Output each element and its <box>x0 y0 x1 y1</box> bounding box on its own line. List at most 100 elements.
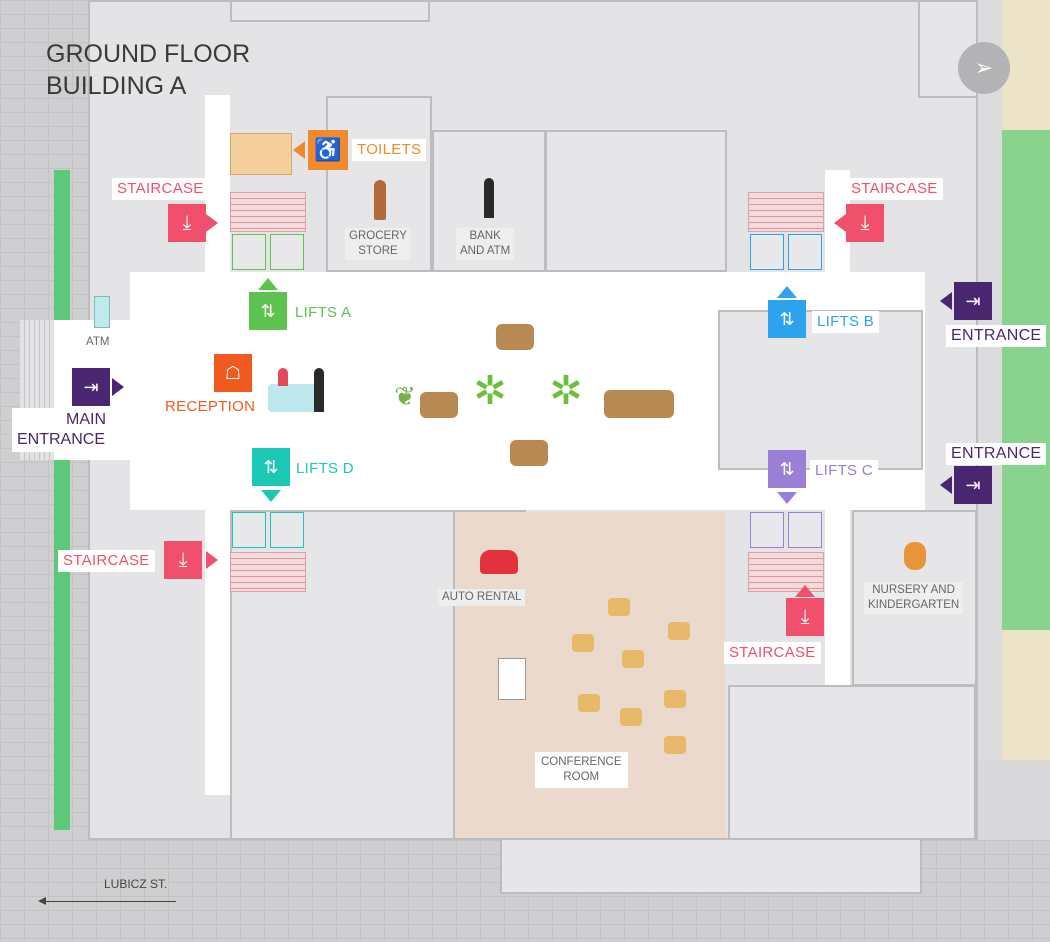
lift-b-2 <box>788 234 822 270</box>
palm-tree-icon-1: ✲ <box>473 369 507 413</box>
toilets-sign: ♿ <box>308 130 348 170</box>
conference-chair-7 <box>664 690 686 708</box>
lift-a-2 <box>270 234 304 270</box>
conference-chair-3 <box>622 650 644 668</box>
compass-icon[interactable]: ➢ <box>958 42 1010 94</box>
lifts-b-arrow <box>777 286 797 298</box>
auto-rental-label: AUTO RENTAL <box>438 589 526 606</box>
door-icon: ⇥ <box>83 376 99 397</box>
reception-label: RECEPTION <box>160 396 261 418</box>
lift-c-1 <box>750 512 784 548</box>
conference-line2: ROOM <box>563 771 600 783</box>
plaza-east <box>976 0 1002 760</box>
palm-tree-icon-2: ✲ <box>549 369 583 413</box>
lifts-b-sign: ⇅ <box>768 300 806 338</box>
teddy-bear-icon <box>904 542 926 570</box>
top-strip-block <box>230 0 430 22</box>
street-label: LUBICZ ST. <box>104 877 168 891</box>
conference-chair-8 <box>664 736 686 754</box>
main-entrance-arrow <box>112 378 124 396</box>
staircase-nw <box>230 192 306 232</box>
bank-line1: BANK <box>469 230 501 242</box>
room-top-center <box>545 130 727 272</box>
elevator-icon: ⇅ <box>779 308 795 329</box>
entrance-e1-arrow <box>940 292 952 310</box>
staircase-sw <box>230 552 306 592</box>
toilets-label: TOILETS <box>352 139 427 161</box>
lift-d-1 <box>232 512 266 548</box>
reception-desk <box>268 384 318 412</box>
map-title: GROUND FLOOR BUILDING A <box>46 38 250 102</box>
conference-chair-5 <box>578 694 600 712</box>
bank-label: BANK AND ATM <box>456 228 515 260</box>
room-se <box>728 685 976 840</box>
lift-d-2 <box>270 512 304 548</box>
atm-label: ATM <box>82 334 114 351</box>
staircase-se-sign: ⤓ <box>786 598 824 636</box>
lift-a-1 <box>232 234 266 270</box>
entrance-e1-sign: ⇥ <box>954 282 992 320</box>
entrance-e2-sign: ⇥ <box>954 466 992 504</box>
receptionist-figure <box>278 368 288 386</box>
staircase-ne-label: STAIRCASE <box>846 178 943 200</box>
lifts-a-sign: ⇅ <box>249 292 287 330</box>
presentation-board-icon <box>498 658 526 700</box>
toilets-room <box>230 133 292 175</box>
conference-label: CONFERENCE ROOM <box>535 752 628 788</box>
stairs-icon: ⤓ <box>178 548 188 571</box>
main-entrance-label: MAIN ENTRANCE <box>12 408 110 452</box>
map-title-line2: BUILDING A <box>46 72 187 100</box>
toilets-arrow <box>293 141 305 159</box>
nursery-line1: NURSERY AND <box>872 584 955 596</box>
conference-chair-1 <box>608 598 630 616</box>
main-entrance-line1: MAIN <box>66 411 106 428</box>
nursery-label: NURSERY AND KINDERGARTEN <box>864 582 964 614</box>
lifts-c-label: LIFTS C <box>810 460 878 482</box>
grocery-label: GROCERY STORE <box>345 228 411 260</box>
lounge-armchair-1 <box>496 324 534 350</box>
plant-icon: ❦ <box>394 381 416 411</box>
atm-kiosk <box>94 296 110 328</box>
lifts-d-arrow <box>261 490 281 502</box>
nursery-line2: KINDERGARTEN <box>868 599 960 611</box>
entrance-e1-label: ENTRANCE <box>946 325 1047 347</box>
street-arrow-head <box>38 897 46 905</box>
room-east-middle <box>718 310 923 470</box>
reception-desk-icon: ☖ <box>224 362 242 383</box>
grass-west <box>54 170 70 830</box>
lifts-c-arrow <box>777 492 797 504</box>
grocery-line1: GROCERY <box>349 230 407 242</box>
lounge-sofa <box>604 390 674 418</box>
south-annex <box>500 838 922 894</box>
car-icon <box>480 550 518 574</box>
staircase-se-label: STAIRCASE <box>724 642 821 664</box>
stairs-icon: ⤓ <box>800 605 810 628</box>
elevator-icon: ⇅ <box>263 456 279 477</box>
lifts-a-label: LIFTS A <box>290 302 357 324</box>
pavement-west <box>0 0 90 942</box>
lifts-a-arrow <box>258 278 278 290</box>
stairs-icon: ⤓ <box>182 211 192 234</box>
se-corridor <box>825 505 850 685</box>
entrance-e2-label: ENTRANCE <box>946 443 1047 465</box>
main-entrance-sign: ⇥ <box>72 368 110 406</box>
lift-b-1 <box>750 234 784 270</box>
staircase-nw-label: STAIRCASE <box>112 178 209 200</box>
entrance-e2-arrow <box>940 476 952 494</box>
staircase-ne-sign: ⤓ <box>846 204 884 242</box>
lifts-b-label: LIFTS B <box>812 311 880 333</box>
staircase-se-arrow <box>795 585 815 597</box>
staircase-sw-arrow <box>206 551 218 569</box>
lift-c-2 <box>788 512 822 548</box>
grocery-line2: STORE <box>358 245 398 257</box>
lounge-armchair-3 <box>510 440 548 466</box>
stairs-icon: ⤓ <box>860 211 870 234</box>
staircase-nw-sign: ⤓ <box>168 204 206 242</box>
elevator-icon: ⇅ <box>779 458 795 479</box>
staircase-nw-arrow <box>206 214 218 232</box>
street-arrow-line <box>44 901 176 902</box>
bank-line2: AND ATM <box>460 245 511 257</box>
wheelchair-icon: ♿ <box>308 130 348 170</box>
map-title-line1: GROUND FLOOR <box>46 40 251 68</box>
lifts-c-sign: ⇅ <box>768 450 806 488</box>
